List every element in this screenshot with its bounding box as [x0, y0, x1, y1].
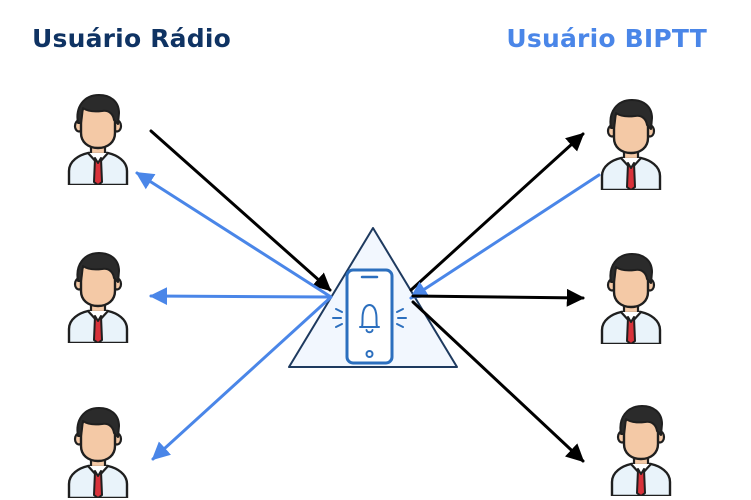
- arrow-device-to-biptt-middle: [411, 288, 585, 307]
- smartphone-icon: [345, 268, 394, 365]
- arrows: [135, 129, 601, 463]
- signal-waves-icon: [332, 308, 407, 328]
- radio-user-heading: Usuário Rádio: [32, 24, 231, 53]
- arrow-biptt-top-to-device: [409, 173, 601, 300]
- arrow-radio-top-to-device: [149, 129, 332, 292]
- arrow-device-to-radio-top: [135, 171, 333, 299]
- arrow-device-to-radio-bottom: [151, 296, 332, 461]
- arrow-device-to-biptt-top: [409, 132, 585, 292]
- bell-icon: [359, 304, 380, 334]
- biptt-user-icon: [607, 404, 675, 496]
- biptt-user-icon: [597, 252, 665, 344]
- radio-user-icon: [64, 93, 132, 185]
- biptt-user-heading: Usuário BIPTT: [506, 24, 707, 53]
- arrow-device-to-biptt-bottom: [411, 300, 585, 463]
- biptt-user-icon: [597, 98, 665, 190]
- radio-user-icon: [64, 406, 132, 498]
- central-device: [288, 227, 458, 368]
- radio-user-icon: [64, 251, 132, 343]
- arrow-device-to-radio-middle: [149, 287, 332, 306]
